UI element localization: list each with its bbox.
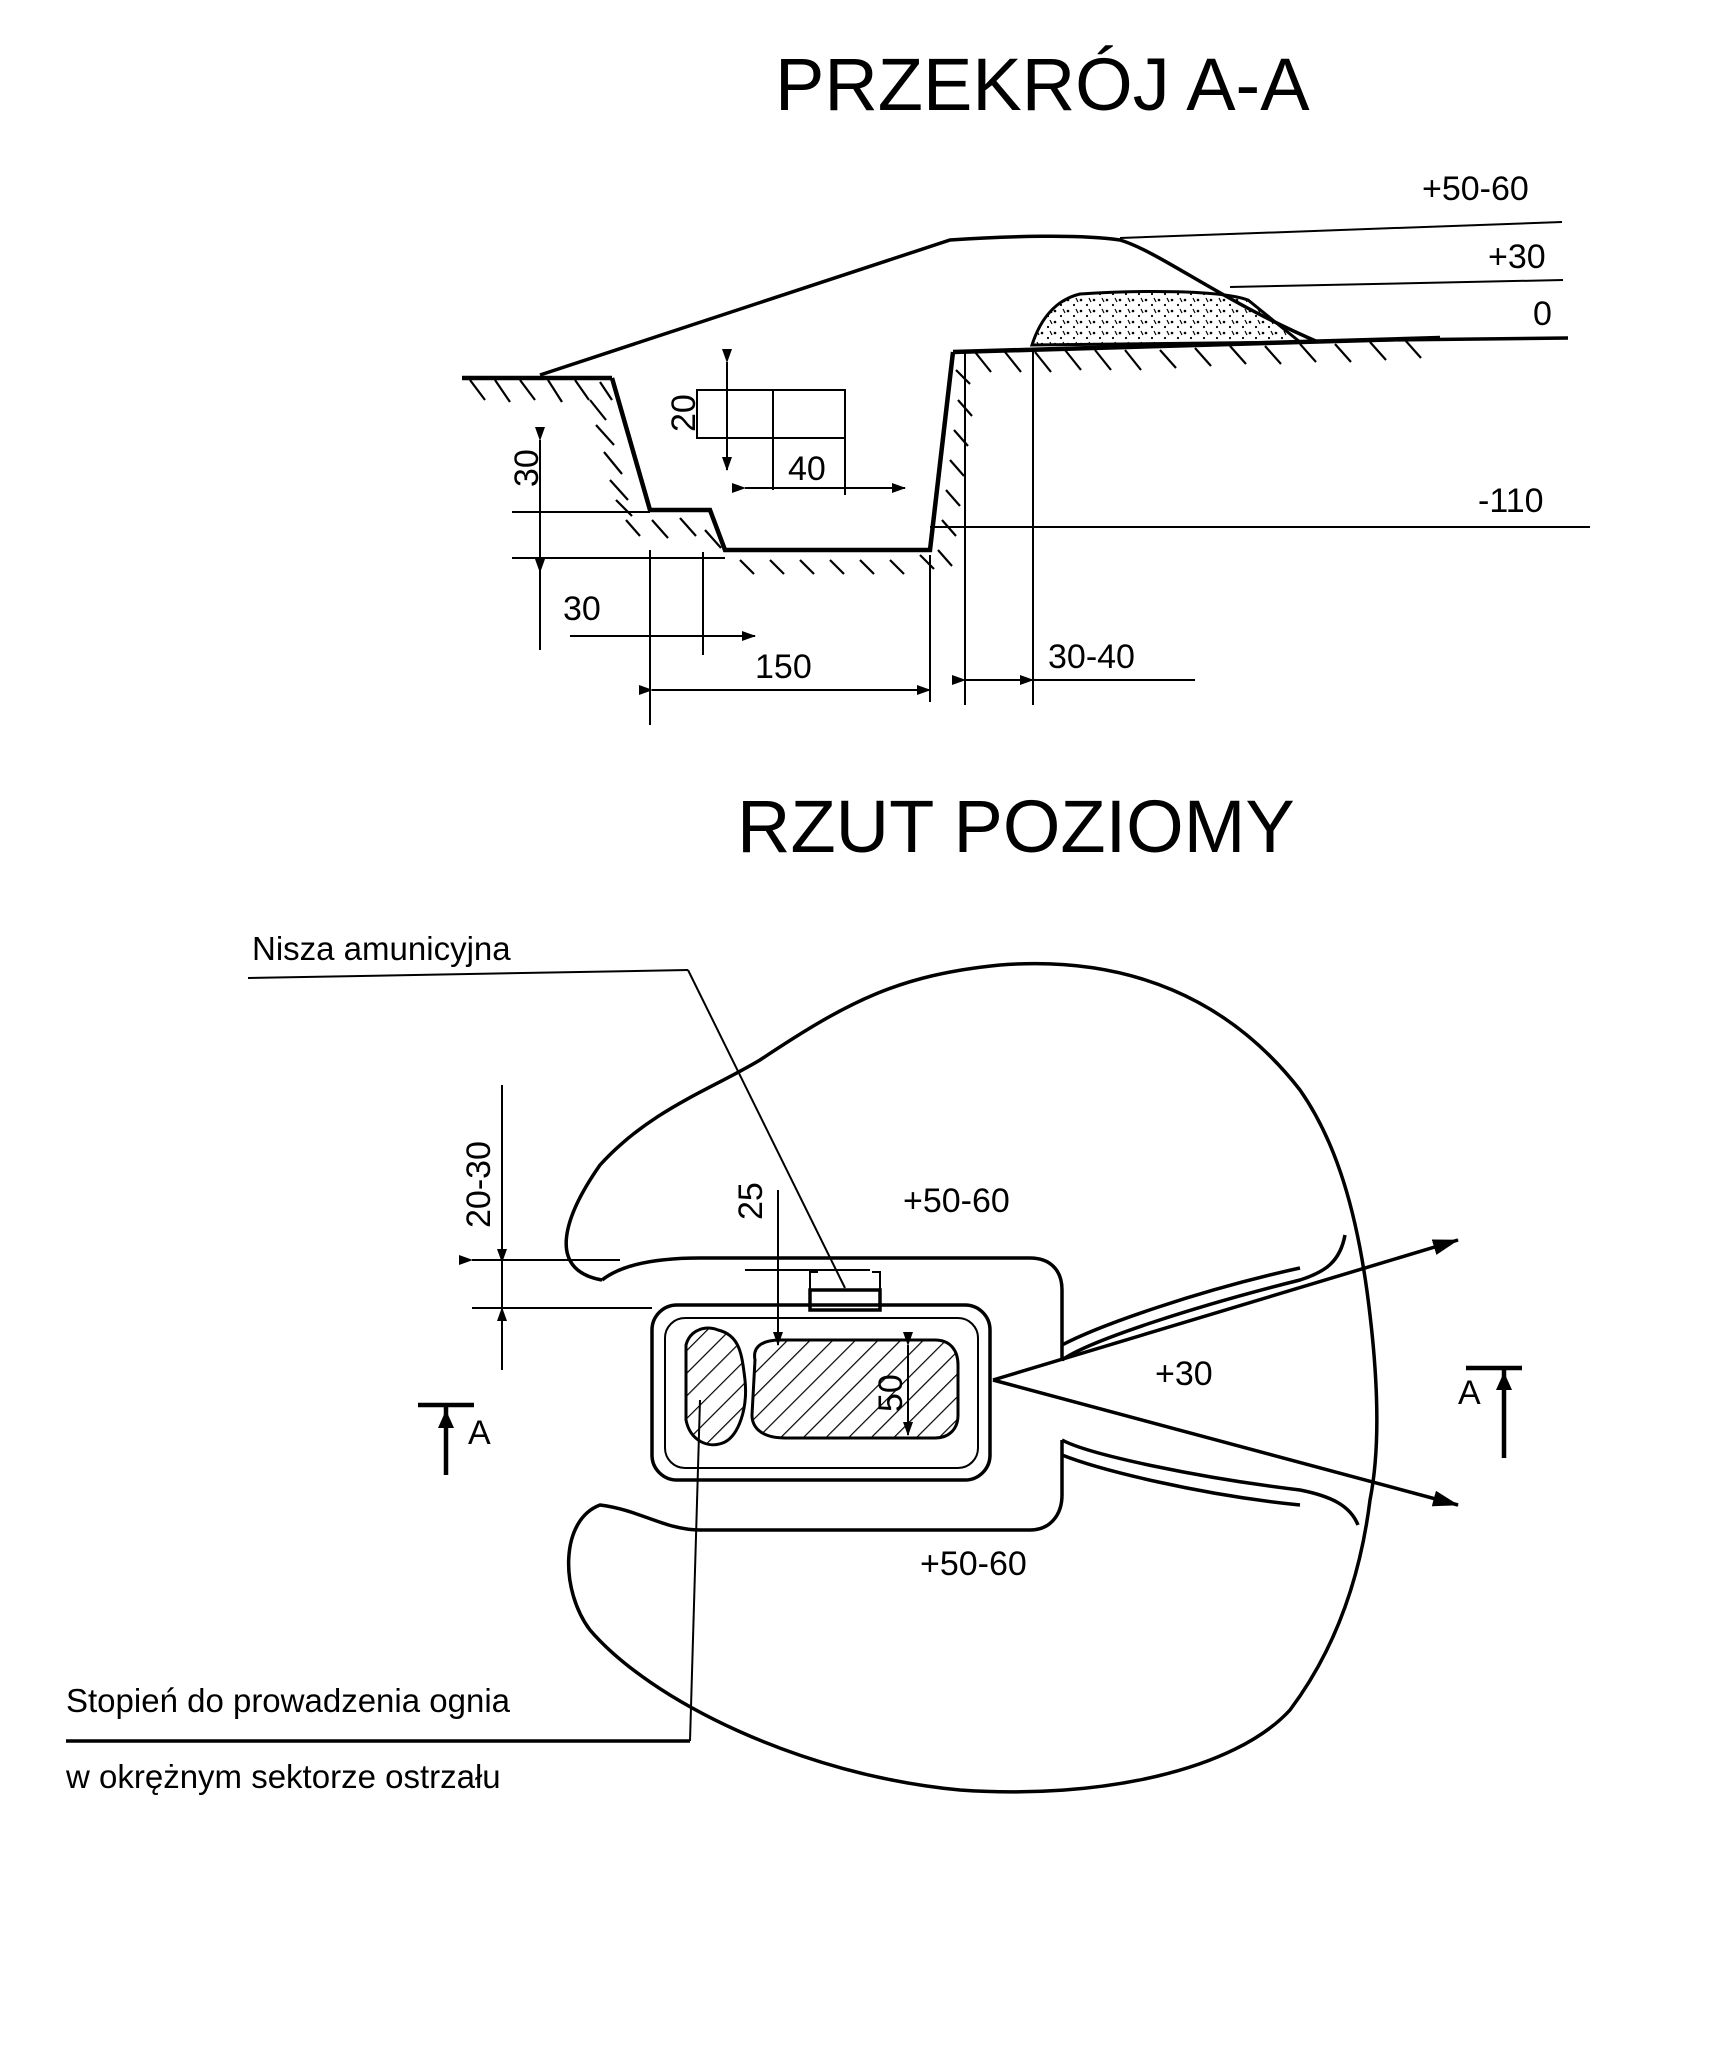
dim-niche-width: 40 xyxy=(788,450,826,488)
pit-bottom-hatch xyxy=(750,1338,960,1440)
section-title: PRZEKRÓJ A-A xyxy=(775,43,1310,126)
inner-rampart-lower xyxy=(700,1440,1064,1532)
channel-lower-inner xyxy=(1061,1453,1301,1507)
ground-line-right xyxy=(952,335,1441,355)
pit-outer xyxy=(650,1303,992,1482)
inner-rampart-outline xyxy=(600,1256,1064,1360)
channel-upper-inner xyxy=(1061,1266,1301,1347)
dim-step-height: 30 xyxy=(508,449,546,487)
level-ground-label: 0 xyxy=(1533,295,1552,333)
breastwork-fill xyxy=(1029,290,1305,347)
ammo-niche xyxy=(808,1288,882,1312)
ground-level-extension xyxy=(1379,336,1569,342)
sector-arrow-lower xyxy=(992,1378,1459,1507)
label-firing-step-2: w okrężnym sektorze ostrzału xyxy=(65,1758,501,1795)
dim-bottom-width: 150 xyxy=(755,648,812,686)
niche-rect xyxy=(696,389,846,439)
leader-firing-step xyxy=(689,1399,701,1742)
label-firing-step-1: Stopień do prowadzenia ognia xyxy=(66,1682,511,1719)
level-top-label: +50-60 xyxy=(1422,170,1529,208)
dim-pit-width: 50 xyxy=(872,1374,910,1412)
dim-niche-height: 20 xyxy=(665,394,703,432)
pit-inner xyxy=(664,1317,979,1469)
dim-wall-offset: 20-30 xyxy=(460,1141,498,1228)
level-parapet-label: +30 xyxy=(1488,238,1546,276)
plan-view-drawing: 50 25 20-30 A A xyxy=(65,930,1522,1795)
plan-level-top: +50-60 xyxy=(903,1182,1010,1220)
plan-level-bottom: +50-60 xyxy=(920,1545,1027,1583)
trench-profile xyxy=(609,351,956,553)
ammo-niche-bracket xyxy=(809,1271,881,1290)
cross-section-drawing: 20 40 30 30 150 30-40 +50-60 +30 0 -110 xyxy=(462,170,1590,725)
plan-level-front: +30 xyxy=(1155,1355,1213,1393)
dim-niche-offset: 25 xyxy=(732,1182,770,1220)
section-marker-left-label: A xyxy=(468,1414,491,1452)
level-top-line xyxy=(1119,221,1563,239)
dim-step-width: 30 xyxy=(563,590,601,628)
channel-lower xyxy=(1061,1438,1360,1526)
earth-hatching xyxy=(469,339,1422,575)
section-marker-right-label: A xyxy=(1458,1374,1481,1412)
outer-rampart-outline xyxy=(564,961,1379,1794)
leader-ammo-niche-underline xyxy=(247,969,689,979)
level-parapet-line xyxy=(1229,279,1564,288)
section-marker-right: A xyxy=(1458,1365,1522,1458)
plan-title: RZUT POZIOMY xyxy=(737,785,1295,868)
leader-ammo-niche xyxy=(687,969,846,1289)
section-marker-left: A xyxy=(418,1402,491,1475)
firing-step-hatch xyxy=(684,1326,748,1447)
channel-upper xyxy=(1060,1234,1347,1362)
level-bottom-label: -110 xyxy=(1478,482,1544,520)
dim-berm-width: 30-40 xyxy=(1048,638,1135,676)
label-ammo-niche: Nisza amunicyjna xyxy=(252,930,511,967)
